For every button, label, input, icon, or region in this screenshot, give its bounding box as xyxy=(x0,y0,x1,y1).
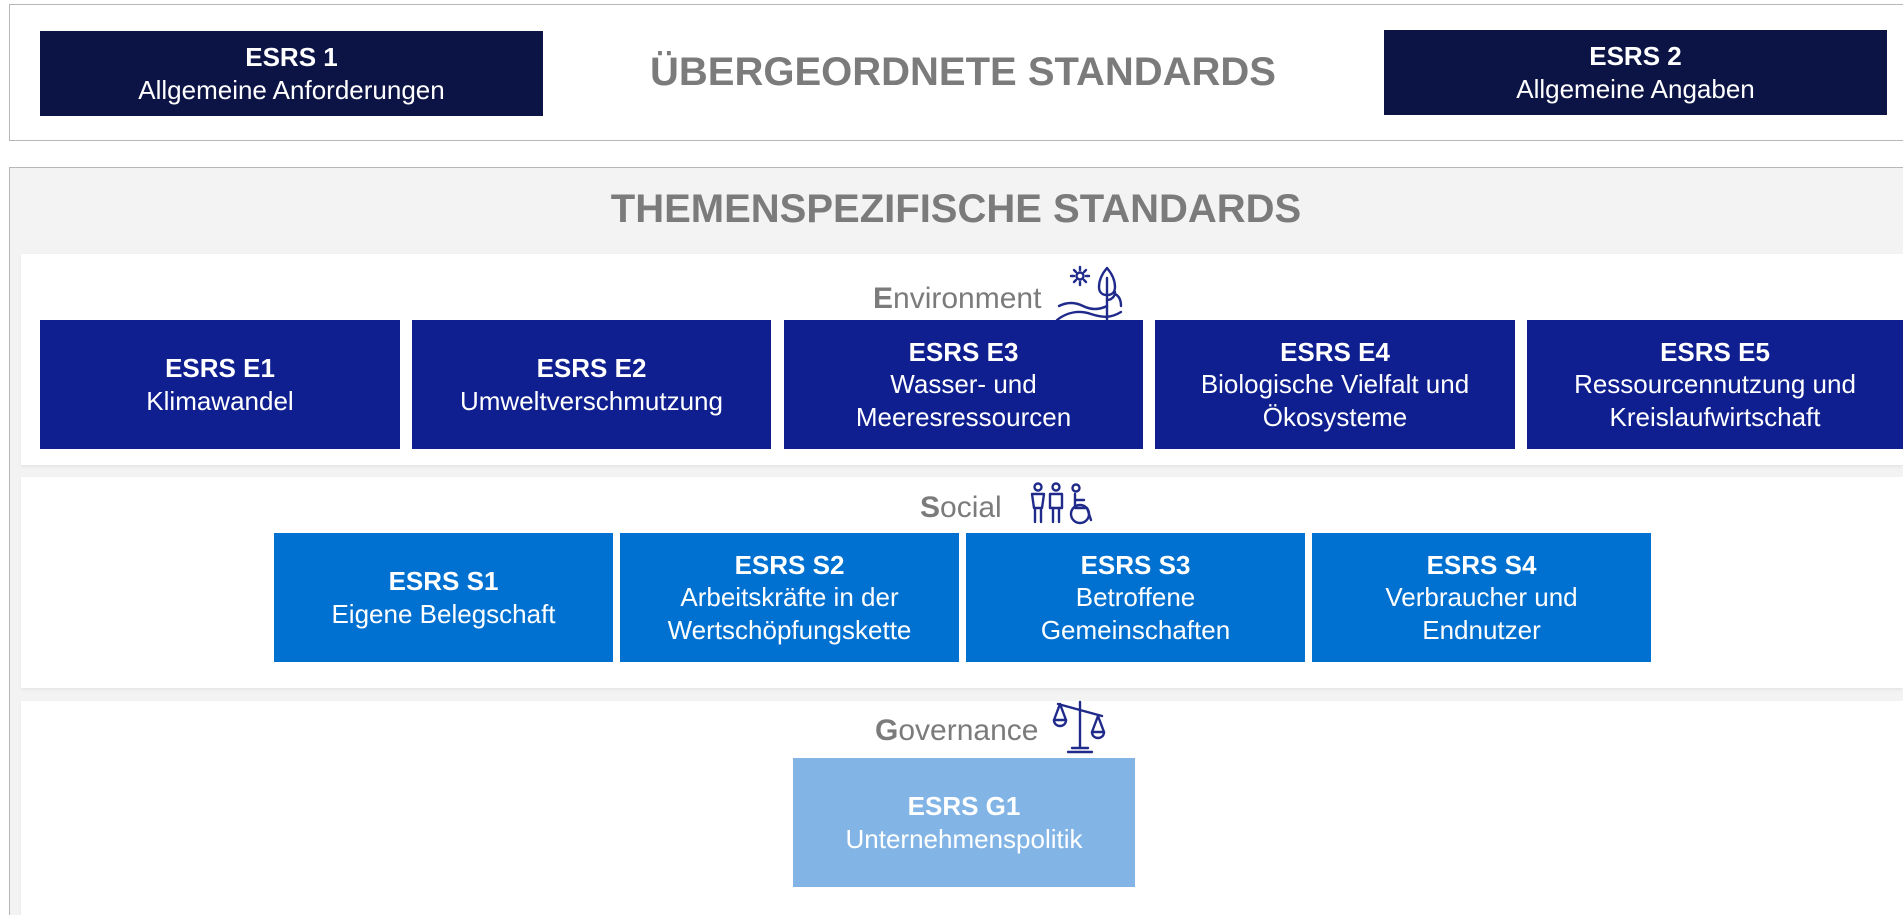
social-initial: S xyxy=(920,491,941,524)
esrs-s4-title: Verbraucher und Endnutzer xyxy=(1385,582,1578,645)
esrs-e3-box: ESRS E3 Wasser- und Meeresressourcen xyxy=(784,320,1143,449)
esrs-s4-code: ESRS S4 xyxy=(1426,549,1537,580)
esrs-e4-code: ESRS E4 xyxy=(1280,336,1390,367)
esrs-e1-box: ESRS E1 Klimawandel xyxy=(40,320,400,449)
overarching-heading: ÜBERGEORDNETE STANDARDS xyxy=(650,50,1276,94)
people-wheelchair-icon xyxy=(1028,482,1102,534)
governance-label-rest: overnance xyxy=(898,714,1039,747)
landscape-sun-tree-icon xyxy=(1055,264,1125,334)
esrs-e1-code: ESRS E1 xyxy=(165,353,275,383)
esrs-s3-box: ESRS S3 Betroffene Gemeinschaften xyxy=(966,533,1305,662)
esrs-e1-title: Klimawandel xyxy=(146,385,294,416)
esrs-e5-title: Ressourcennutzung und Kreislaufwirtschaf… xyxy=(1574,369,1856,432)
esrs-e5-box: ESRS E5 Ressourcennutzung und Kreislaufw… xyxy=(1527,320,1903,449)
esrs-s3-title: Betroffene Gemeinschaften xyxy=(1040,582,1231,645)
esrs-s2-code: ESRS S2 xyxy=(734,549,845,580)
social-label-rest: ocial xyxy=(940,491,1002,524)
esrs-e2-title: Umweltverschmutzung xyxy=(460,385,723,416)
esrs-1-title: Allgemeine Anforderungen xyxy=(138,74,445,105)
esrs-e2-box: ESRS E2 Umweltverschmutzung xyxy=(412,320,771,449)
scales-icon xyxy=(1052,698,1108,764)
topical-heading: THEMENSPEZIFISCHE STANDARDS xyxy=(610,187,1302,231)
governance-initial: G xyxy=(875,714,899,747)
esrs-s1-code: ESRS S1 xyxy=(388,566,499,596)
esrs-1-code: ESRS 1 xyxy=(245,42,338,72)
esrs-2-title: Allgemeine Angaben xyxy=(1516,73,1755,104)
esrs-g1-title: Unternehmenspolitik xyxy=(845,823,1083,854)
esrs-g1-code: ESRS G1 xyxy=(907,791,1021,821)
esrs-s3-code: ESRS S3 xyxy=(1080,549,1191,580)
esrs-s4-box: ESRS S4 Verbraucher und Endnutzer xyxy=(1312,533,1651,662)
esrs-1-box: ESRS 1 Allgemeine Anforderungen xyxy=(40,31,543,116)
environment-initial: E xyxy=(873,282,894,315)
esrs-e3-code: ESRS E3 xyxy=(908,336,1019,367)
esrs-s1-box: ESRS S1 Eigene Belegschaft xyxy=(274,533,613,662)
esrs-s2-title: Arbeitskräfte in der Wertschöpfungskette xyxy=(667,582,912,645)
esrs-2-code: ESRS 2 xyxy=(1589,41,1682,71)
environment-label-rest: nvironment xyxy=(893,282,1042,315)
esrs-e4-title: Biologische Vielfalt und Ökosysteme xyxy=(1200,369,1470,432)
esrs-2-box: ESRS 2 Allgemeine Angaben xyxy=(1384,30,1887,115)
esrs-e2-code: ESRS E2 xyxy=(536,353,647,383)
esrs-g1-box: ESRS G1 Unternehmenspolitik xyxy=(793,758,1135,887)
esrs-e4-box: ESRS E4 Biologische Vielfalt und Ökosyst… xyxy=(1155,320,1515,449)
esrs-e3-title: Wasser- und Meeresressourcen xyxy=(855,369,1072,432)
esrs-s1-title: Eigene Belegschaft xyxy=(331,598,556,629)
esrs-s2-box: ESRS S2 Arbeitskräfte in der Wertschöpfu… xyxy=(620,533,959,662)
esrs-e5-code: ESRS E5 xyxy=(1660,336,1770,367)
